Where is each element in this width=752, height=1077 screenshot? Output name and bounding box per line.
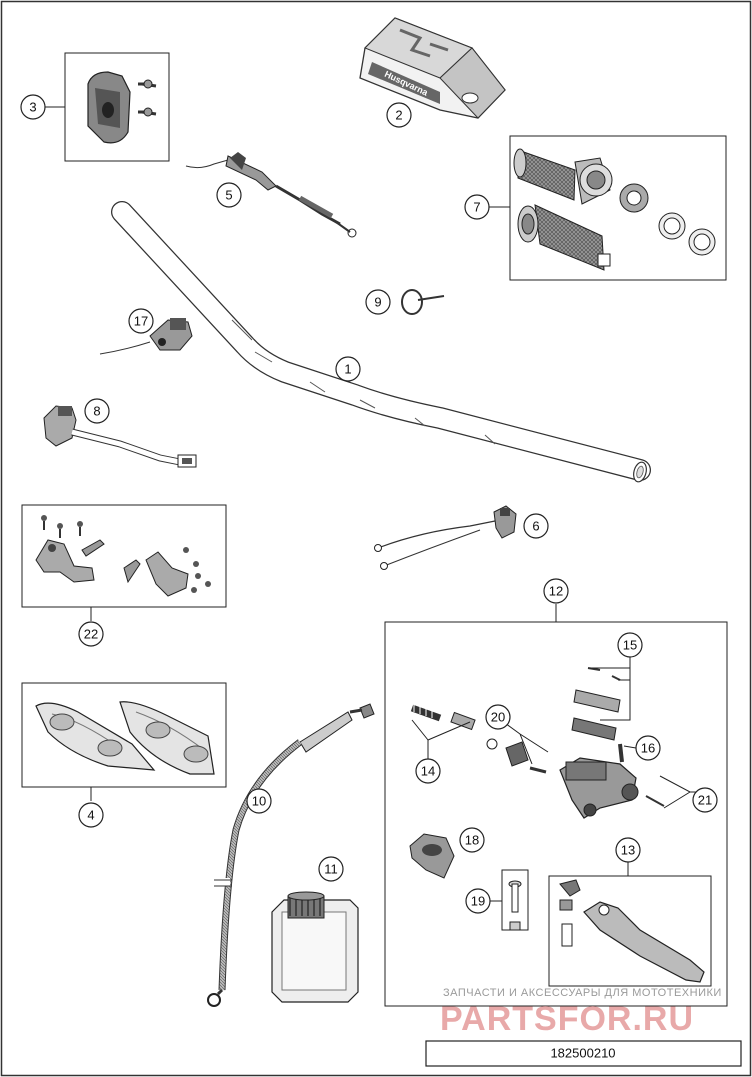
callout-6: 6 bbox=[523, 513, 549, 539]
brake-fluid-bottle-illustration bbox=[271, 891, 359, 1003]
callout-17: 17 bbox=[128, 308, 154, 334]
callout-22: 22 bbox=[78, 621, 104, 647]
cable-tie-illustration bbox=[401, 289, 445, 315]
callout-18-label: 18 bbox=[465, 833, 479, 848]
box-part-7 bbox=[509, 135, 727, 281]
callout-22-label: 22 bbox=[84, 627, 98, 642]
callout-7-label: 7 bbox=[473, 200, 480, 215]
watermark-logo: PARTSFOR.RU bbox=[440, 1000, 694, 1038]
box-part-22 bbox=[21, 504, 227, 608]
reservoir-cover-illustration bbox=[409, 833, 455, 879]
callout-12-label: 12 bbox=[549, 584, 563, 599]
callout-9-label: 9 bbox=[374, 295, 381, 310]
box-part-12 bbox=[384, 621, 728, 1007]
callout-21-label: 21 bbox=[698, 793, 712, 808]
switch-6-illustration bbox=[374, 505, 517, 570]
callout-2-label: 2 bbox=[395, 108, 402, 123]
brake-line-illustration bbox=[207, 703, 375, 1007]
box-part-13 bbox=[548, 875, 712, 987]
callout-16-label: 16 bbox=[641, 741, 655, 756]
callout-4-label: 4 bbox=[87, 808, 94, 823]
callout-3: 3 bbox=[20, 94, 46, 120]
callout-21: 21 bbox=[692, 787, 718, 813]
brake-lever-illustration bbox=[559, 879, 705, 983]
callout-12: 12 bbox=[543, 578, 569, 604]
callout-11-label: 11 bbox=[324, 862, 338, 877]
callout-11: 11 bbox=[318, 856, 344, 882]
callout-10: 10 bbox=[246, 788, 272, 814]
hand-guards-illustration bbox=[35, 701, 215, 775]
callout-13: 13 bbox=[615, 837, 641, 863]
callout-16: 16 bbox=[635, 735, 661, 761]
callout-4: 4 bbox=[78, 802, 104, 828]
throttle-cable-illustration bbox=[185, 152, 357, 238]
callout-3-label: 3 bbox=[29, 100, 36, 115]
mounting-kit-illustration bbox=[35, 515, 211, 597]
drawing-code: 182500210 bbox=[550, 1046, 615, 1061]
callout-20: 20 bbox=[485, 704, 511, 730]
callout-14-label: 14 bbox=[421, 764, 435, 779]
box-part-4 bbox=[21, 682, 227, 788]
drawing-code-box bbox=[425, 1040, 742, 1067]
callout-19: 19 bbox=[465, 888, 491, 914]
watermark-tagline: ЗАПЧАСТИ И АКСЕССУАРЫ ДЛЯ МОТОТЕХНИКИ bbox=[443, 987, 722, 999]
callout-20-label: 20 bbox=[491, 710, 505, 725]
master-cylinder-illustration bbox=[410, 667, 665, 819]
callout-2: 2 bbox=[386, 102, 412, 128]
grips-illustration bbox=[513, 148, 716, 271]
pin-19-illustration bbox=[508, 880, 522, 931]
callout-1: 1 bbox=[335, 356, 361, 382]
bar-pad-illustration: Husqvarna bbox=[359, 17, 506, 119]
switch-17-illustration bbox=[99, 318, 193, 355]
callout-13-label: 13 bbox=[621, 843, 635, 858]
callout-15-label: 15 bbox=[623, 638, 637, 653]
callout-19-label: 19 bbox=[471, 894, 485, 909]
callout-17-label: 17 bbox=[134, 314, 148, 329]
callout-10-label: 10 bbox=[252, 794, 266, 809]
switch-8-illustration bbox=[43, 405, 197, 468]
callout-1-label: 1 bbox=[344, 362, 351, 377]
handlebar-illustration bbox=[111, 201, 651, 483]
callout-9: 9 bbox=[365, 289, 391, 315]
callout-6-label: 6 bbox=[532, 519, 539, 534]
callout-18: 18 bbox=[459, 827, 485, 853]
callout-15: 15 bbox=[617, 632, 643, 658]
callout-5: 5 bbox=[216, 182, 242, 208]
callout-14: 14 bbox=[415, 758, 441, 784]
throttle-housing-illustration bbox=[87, 71, 157, 144]
callout-8-label: 8 bbox=[93, 404, 100, 419]
callout-8: 8 bbox=[84, 398, 110, 424]
callout-5-label: 5 bbox=[225, 188, 232, 203]
callout-7: 7 bbox=[464, 194, 490, 220]
